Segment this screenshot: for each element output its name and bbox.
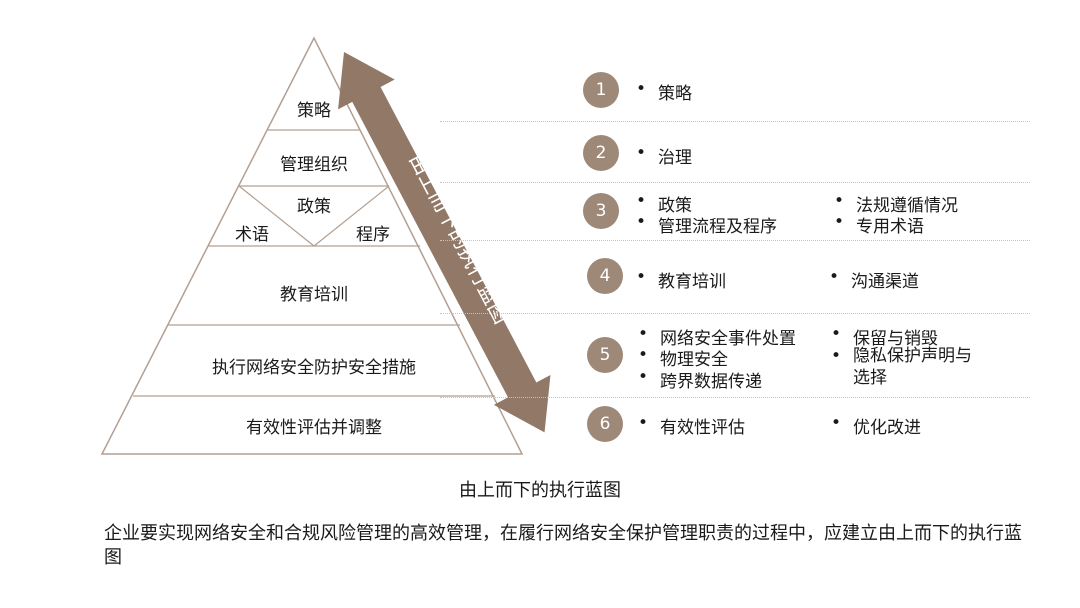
pyramid-level-management-org: 管理组织 <box>280 155 348 175</box>
step-item: 优化改进 <box>831 413 921 438</box>
row-separator <box>440 182 1030 183</box>
pyramid-level-security-measures: 执行网络安全防护安全措施 <box>212 358 416 378</box>
row-separator <box>440 397 1030 398</box>
step-item: 教育培训 <box>636 267 726 292</box>
row-separator <box>440 121 1030 122</box>
step-item: 物理安全 <box>638 345 728 370</box>
step-item: 法规遵循情况 <box>834 191 958 216</box>
step-number-badge: 1 <box>583 72 619 108</box>
top-down-arrow <box>338 52 551 433</box>
pyramid-level-strategy: 策略 <box>297 101 331 121</box>
pyramid-level-policy: 政策 <box>297 197 331 217</box>
description-text: 企业要实现网络安全和合规风险管理的高效管理，在履行网络安全保护管理职责的过程中，… <box>104 523 1022 568</box>
step-number-badge: 2 <box>583 135 619 171</box>
step-item: 政策 <box>636 191 692 216</box>
pyramid-v-divider <box>313 185 390 247</box>
step-number-badge: 4 <box>587 258 623 294</box>
step-item: 保留与销毁 <box>831 324 938 349</box>
pyramid-level-procedures: 程序 <box>356 225 390 245</box>
pyramid-level-evaluation: 有效性评估并调整 <box>246 418 382 438</box>
step-item: 网络安全事件处置 <box>638 324 796 349</box>
step-item: 治理 <box>636 143 692 168</box>
pyramid-v-divider <box>238 185 315 247</box>
step-number-badge: 3 <box>583 193 619 229</box>
step-item: 跨界数据传递 <box>638 367 762 392</box>
diagram-caption: 由上而下的执行蓝图 <box>459 480 621 501</box>
step-item: 管理流程及程序 <box>636 212 777 237</box>
pyramid-level-training: 教育培训 <box>280 285 348 305</box>
step-item: 沟通渠道 <box>829 267 919 292</box>
step-number-badge: 5 <box>587 337 623 373</box>
step-item: 隐私保护声明与选择 <box>831 345 983 389</box>
pyramid-level-terms: 术语 <box>235 225 269 245</box>
step-item: 有效性评估 <box>638 413 745 438</box>
row-separator <box>440 313 1030 314</box>
row-separator <box>440 240 1030 241</box>
step-number-badge: 6 <box>587 406 623 442</box>
step-item: 策略 <box>636 79 692 104</box>
step-item: 专用术语 <box>834 212 924 237</box>
